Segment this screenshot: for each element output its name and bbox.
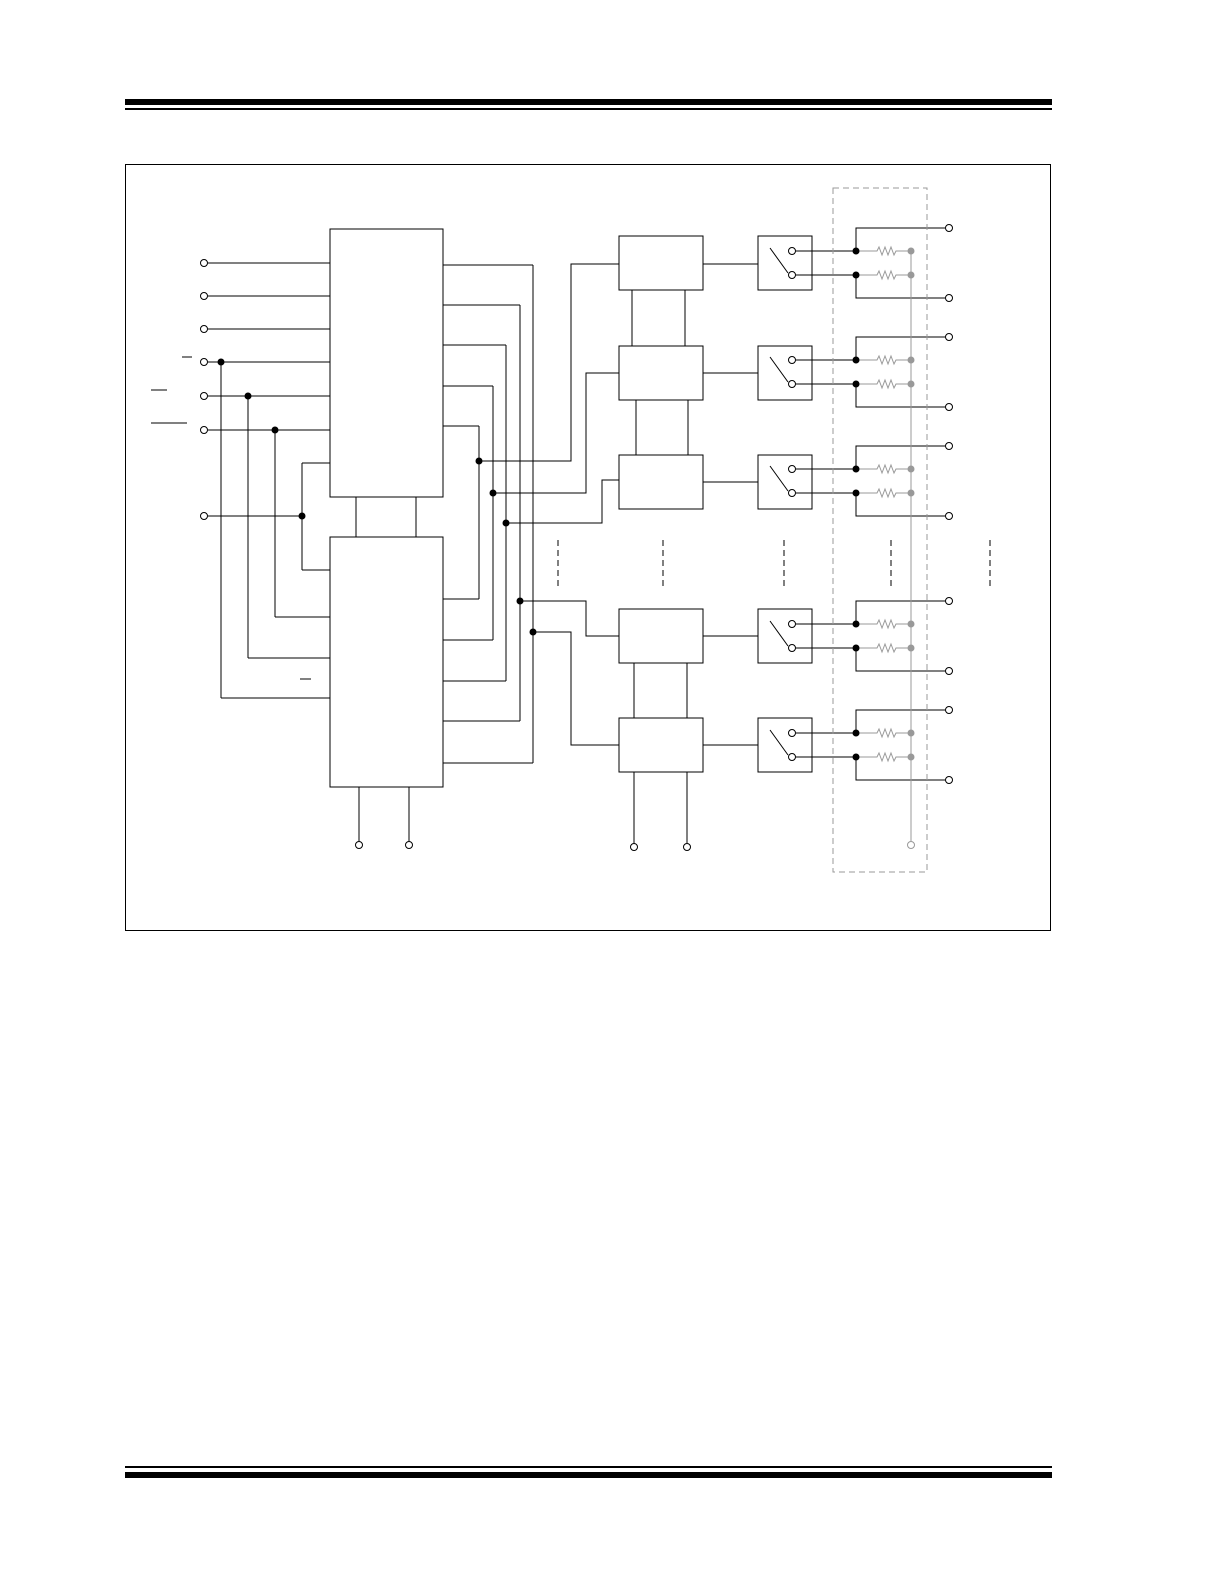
footer-rule-thick — [125, 1472, 1052, 1478]
switch-2 — [757, 345, 813, 401]
common-pin — [907, 841, 915, 849]
switch-4 — [757, 608, 813, 664]
input-pin-3 — [200, 325, 208, 333]
switch-1 — [757, 235, 813, 291]
input-pin-7 — [200, 512, 208, 520]
channel-5-outputs — [796, 706, 953, 784]
input-pin-6 — [200, 426, 208, 434]
bus-lower — [443, 598, 533, 764]
footer-rule-thin — [125, 1466, 1052, 1468]
header-rule-thin — [125, 108, 1052, 110]
channel-block-4 — [618, 608, 704, 664]
switch-3 — [757, 454, 813, 510]
channel-block-1 — [618, 235, 704, 291]
resistor-network — [832, 187, 928, 873]
upper-logic-block — [329, 228, 444, 498]
input-pin-2 — [200, 292, 208, 300]
channel-block-3 — [618, 454, 704, 510]
channel-1-outputs — [796, 224, 953, 302]
input-pin-4 — [200, 358, 208, 366]
bottom-pin-1 — [355, 841, 363, 849]
header-rule-thick — [125, 99, 1052, 105]
bottom-pin-4 — [683, 843, 691, 851]
channel-4-outputs — [796, 597, 953, 675]
channel-taps — [479, 263, 619, 746]
channel-block-2 — [618, 345, 704, 401]
input-branches — [220, 362, 330, 699]
channel-block-5 — [618, 717, 704, 773]
input-pin-5 — [200, 392, 208, 400]
input-pin-1 — [200, 259, 208, 267]
resistors — [856, 245, 911, 763]
channel-2-outputs — [796, 333, 953, 411]
bottom-pin-3 — [630, 843, 638, 851]
input-pins — [200, 259, 330, 520]
lower-logic-block — [329, 536, 444, 788]
channel-3-outputs — [796, 442, 953, 520]
bottom-pin-2 — [405, 841, 413, 849]
continuation-marks — [557, 540, 991, 588]
bus-upper — [443, 264, 534, 763]
overbar-marks — [151, 356, 311, 680]
block-diagram-frame — [125, 164, 1051, 931]
switch-5 — [757, 717, 813, 773]
optional-network-box — [832, 187, 928, 873]
shaded-junctions — [907, 247, 915, 761]
junction-dots — [217, 247, 860, 761]
